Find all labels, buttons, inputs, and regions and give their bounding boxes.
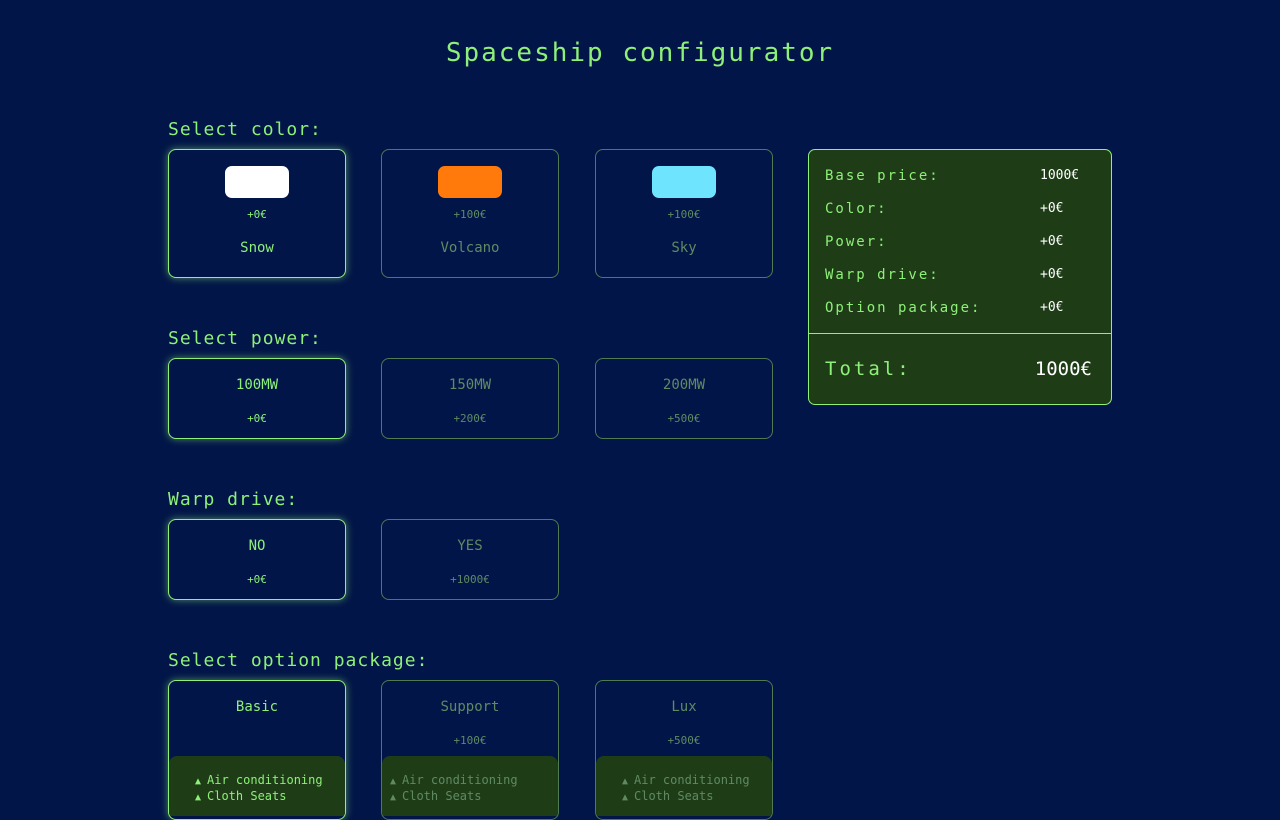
- warp-option-no[interactable]: NO +0€: [168, 519, 346, 600]
- summary-label: Base price:: [825, 168, 940, 184]
- summary-label: Warp drive:: [825, 267, 940, 283]
- feature-list: ▲Air conditioning ▲Cloth Seats: [382, 756, 558, 816]
- summary-value: +0€: [1040, 267, 1064, 282]
- option-name: NO: [248, 538, 266, 554]
- color-option-sky[interactable]: +100€ Sky: [595, 149, 773, 278]
- option-name: Volcano: [440, 240, 500, 256]
- summary-divider: [809, 333, 1111, 334]
- option-name: 100MW: [235, 377, 279, 393]
- triangle-icon: ▲: [195, 776, 202, 787]
- option-name: 150MW: [448, 377, 492, 393]
- color-swatch-sky: [652, 166, 716, 198]
- option-price: +100€: [453, 734, 487, 747]
- option-name: 200MW: [662, 377, 706, 393]
- option-price: +1000€: [450, 573, 490, 586]
- total-label: Total:: [825, 358, 912, 380]
- summary-row-color: Color: +0€: [825, 201, 1095, 217]
- summary-value: +0€: [1040, 201, 1064, 216]
- power-option-200mw[interactable]: 200MW +500€: [595, 358, 773, 439]
- color-swatch-snow: [225, 166, 289, 198]
- power-option-150mw[interactable]: 150MW +200€: [381, 358, 559, 439]
- option-price: +100€: [667, 208, 701, 221]
- total-value: 1000€: [1034, 358, 1092, 380]
- package-option-lux[interactable]: Lux +500€ ▲Air conditioning ▲Cloth Seats: [595, 680, 773, 820]
- summary-value: 1000€: [1040, 168, 1080, 183]
- summary-value: +0€: [1040, 300, 1064, 315]
- color-swatch-volcano: [438, 166, 502, 198]
- feature-list: ▲Air conditioning ▲Cloth Seats: [169, 756, 345, 816]
- triangle-icon: ▲: [390, 792, 397, 803]
- summary-row-base-price: Base price: 1000€: [825, 168, 1095, 184]
- page-title: Spaceship configurator: [445, 38, 835, 68]
- feature-item: ▲Cloth Seats: [390, 789, 482, 803]
- triangle-icon: ▲: [622, 792, 629, 803]
- option-name: Snow: [240, 240, 274, 256]
- warp-option-yes[interactable]: YES +1000€: [381, 519, 559, 600]
- price-summary-panel: Base price: 1000€ Color: +0€ Power: +0€ …: [808, 149, 1112, 405]
- option-price: +0€: [247, 573, 267, 586]
- summary-row-option-package: Option package: +0€: [825, 300, 1095, 316]
- feature-item: ▲Cloth Seats: [195, 789, 287, 803]
- package-option-support[interactable]: Support +100€ ▲Air conditioning ▲Cloth S…: [381, 680, 559, 820]
- feature-item: ▲Air conditioning: [195, 773, 323, 787]
- triangle-icon: ▲: [622, 776, 629, 787]
- option-price: +500€: [667, 734, 701, 747]
- option-price: +0€: [247, 208, 267, 221]
- option-name: Basic: [235, 699, 279, 715]
- option-price: +0€: [247, 412, 267, 425]
- feature-item: ▲Air conditioning: [622, 773, 750, 787]
- option-price: +500€: [667, 412, 701, 425]
- summary-label: Option package:: [825, 300, 982, 316]
- option-name: Sky: [671, 240, 697, 256]
- option-name: Lux: [671, 699, 697, 715]
- color-section-label: Select color:: [168, 119, 322, 140]
- triangle-icon: ▲: [195, 792, 202, 803]
- option-name: YES: [457, 538, 483, 554]
- option-price: +200€: [453, 412, 487, 425]
- feature-item: ▲Cloth Seats: [622, 789, 714, 803]
- triangle-icon: ▲: [390, 776, 397, 787]
- option-name: Support: [440, 699, 500, 715]
- feature-list: ▲Air conditioning ▲Cloth Seats: [596, 756, 772, 816]
- summary-row-warp-drive: Warp drive: +0€: [825, 267, 1095, 283]
- package-section-label: Select option package:: [168, 650, 429, 671]
- package-option-basic[interactable]: Basic ▲Air conditioning ▲Cloth Seats: [168, 680, 346, 820]
- warp-section-label: Warp drive:: [168, 489, 299, 510]
- option-price: +100€: [453, 208, 487, 221]
- power-option-100mw[interactable]: 100MW +0€: [168, 358, 346, 439]
- power-section-label: Select power:: [168, 328, 322, 349]
- summary-label: Power:: [825, 234, 888, 250]
- color-option-snow[interactable]: +0€ Snow: [168, 149, 346, 278]
- color-option-volcano[interactable]: +100€ Volcano: [381, 149, 559, 278]
- feature-item: ▲Air conditioning: [390, 773, 518, 787]
- summary-label: Color:: [825, 201, 888, 217]
- summary-value: +0€: [1040, 234, 1064, 249]
- summary-row-power: Power: +0€: [825, 234, 1095, 250]
